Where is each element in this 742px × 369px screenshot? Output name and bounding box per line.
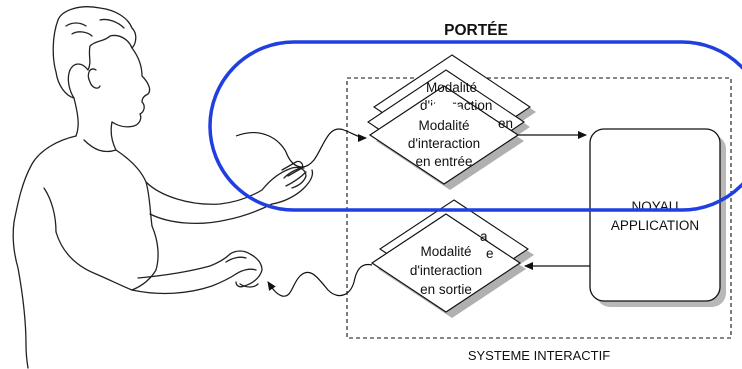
input-modality-line1: Modalité <box>418 118 469 133</box>
input-modality-line3: en entrée <box>415 154 472 169</box>
output-modality-line1: Modalité <box>420 244 471 259</box>
system-boundary <box>346 77 732 339</box>
user-to-input-arrow <box>235 128 367 168</box>
output-to-user-arrow <box>267 263 373 297</box>
input-modality-stack: Modalité d'interaction en Modalité d'int… <box>367 54 536 190</box>
output-modality-line2: d'interaction <box>410 263 482 278</box>
output-back-fragment-a: a <box>480 229 488 244</box>
output-modality-line3: en sortie <box>420 282 472 297</box>
scope-label: PORTÉE <box>444 22 508 39</box>
core-label-line2: APPLICATION <box>611 218 699 233</box>
output-modality-diamond <box>370 213 522 313</box>
application-core-box <box>589 128 721 302</box>
output-modality-stack: a e Modalité d'interaction en sortie <box>370 199 534 318</box>
user-figure-icon <box>12 6 314 369</box>
input-back-text-1: Modalité <box>426 80 477 95</box>
input-back-text-3: en <box>498 116 513 131</box>
scope-outline <box>208 40 742 212</box>
system-label: SYSTEME INTERACTIF <box>468 348 610 363</box>
output-back-fragment-b: e <box>486 246 494 261</box>
input-modality-line2: d'interaction <box>408 136 480 151</box>
